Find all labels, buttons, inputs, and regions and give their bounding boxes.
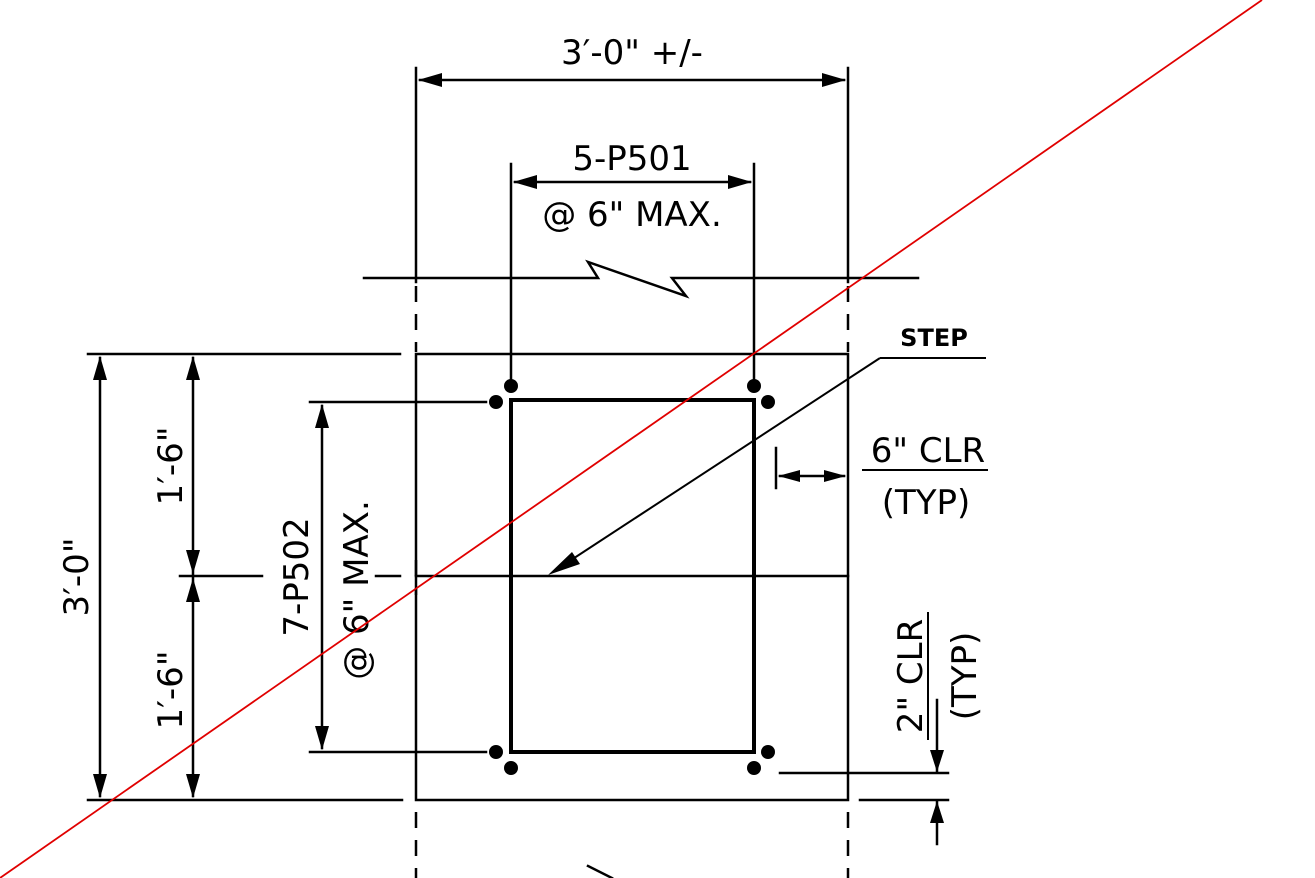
overall-width-dimension: 3′-0" +/-	[414, 33, 850, 284]
upper-half-height-label: 1′-6"	[151, 427, 191, 506]
side-bar-spacing-dimension: 7-P502 @ 6" MAX.	[277, 400, 488, 754]
side-clearance-label: 6" CLR	[871, 431, 985, 471]
stirrup-cage	[509, 398, 756, 754]
step-leader: STEP	[544, 324, 986, 577]
overall-height-label: 3′-0"	[57, 538, 97, 617]
side-bar-count-label: 7-P502	[277, 517, 317, 636]
top-break-line	[362, 259, 920, 299]
side-clearance-dimension: 6" CLR (TYP)	[774, 431, 988, 523]
lower-half-height-label: 1′-6"	[151, 651, 191, 730]
bottom-clearance-typ-label: (TYP)	[945, 632, 985, 721]
step-note-label: STEP	[900, 324, 968, 352]
top-bar-count-label: 5-P501	[572, 139, 691, 179]
half-height-dimensions: 1′-6" 1′-6"	[151, 356, 402, 798]
bottom-clearance-label: 2" CLR	[891, 619, 931, 733]
overall-width-label: 3′-0" +/-	[561, 33, 703, 73]
overall-height-dimension: 3′-0"	[57, 352, 404, 802]
bottom-break-line	[586, 864, 614, 878]
bottom-clearance-dimension: 2" CLR (TYP)	[778, 612, 985, 846]
rebar-dots	[489, 379, 775, 775]
top-bar-spacing-label: @ 6" MAX.	[542, 195, 722, 235]
side-bar-spacing-label: @ 6" MAX.	[337, 500, 377, 680]
side-clearance-typ-label: (TYP)	[882, 483, 971, 523]
red-markup-line	[0, 0, 1263, 878]
top-bar-spacing-dimension: 5-P501 @ 6" MAX.	[509, 139, 756, 388]
